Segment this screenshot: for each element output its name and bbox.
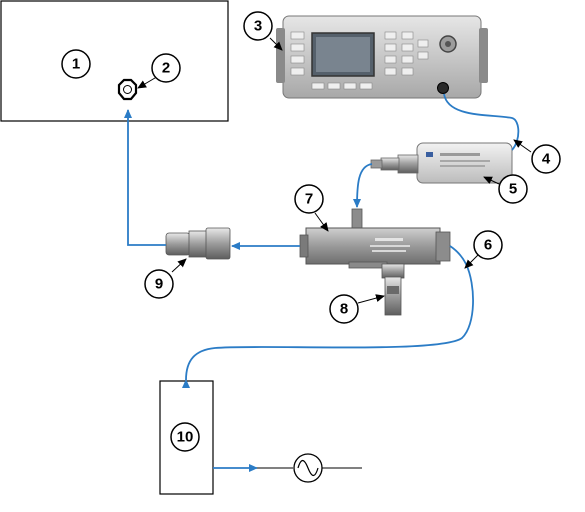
callout-label-9: 9 (155, 276, 163, 293)
callout-circle-6 (473, 230, 503, 260)
leader-4 (513, 139, 532, 153)
callout-label-6: 6 (484, 237, 492, 254)
directional-coupler (299, 208, 451, 269)
callout-circle-8 (329, 294, 359, 324)
callout-circle-9 (144, 269, 174, 299)
leader-7 (314, 212, 329, 232)
callout-label-1: 1 (72, 56, 80, 73)
callout-circle-2 (151, 53, 181, 83)
leader-6 (464, 254, 479, 269)
callout-label-7: 7 (305, 191, 313, 208)
power-sensor (370, 142, 513, 184)
power-meter (276, 15, 488, 99)
leader-5 (483, 176, 500, 185)
callout-label-5: 5 (509, 181, 517, 198)
callout-circle-5 (498, 174, 528, 204)
callout-label-8: 8 (340, 301, 348, 318)
leader-3 (269, 37, 283, 51)
cable-meter-to-sensor (443, 93, 520, 151)
cable-sensor-to-coupler (353, 163, 373, 208)
callout-circle-10 (170, 422, 200, 452)
callout-label-4: 4 (542, 151, 551, 168)
callout-circle-3 (243, 11, 273, 41)
callout-circle-1 (61, 49, 91, 79)
callout-label-2: 2 (162, 60, 170, 77)
receiver-box (0, 0, 229, 122)
cable-source-to-coupler (181, 245, 474, 389)
callout-label-10: 10 (177, 429, 194, 446)
callout-circle-7 (294, 184, 324, 214)
port-connector-icon (117, 78, 138, 101)
ac-source-icon (257, 453, 362, 483)
termination-load (381, 263, 405, 316)
callout-label-3: 3 (254, 18, 262, 35)
adapter (165, 227, 231, 260)
cable-adapter-to-box1 (124, 109, 166, 246)
callout-circle-4 (531, 144, 561, 174)
leader-8 (357, 294, 385, 304)
leader-9 (171, 258, 187, 273)
